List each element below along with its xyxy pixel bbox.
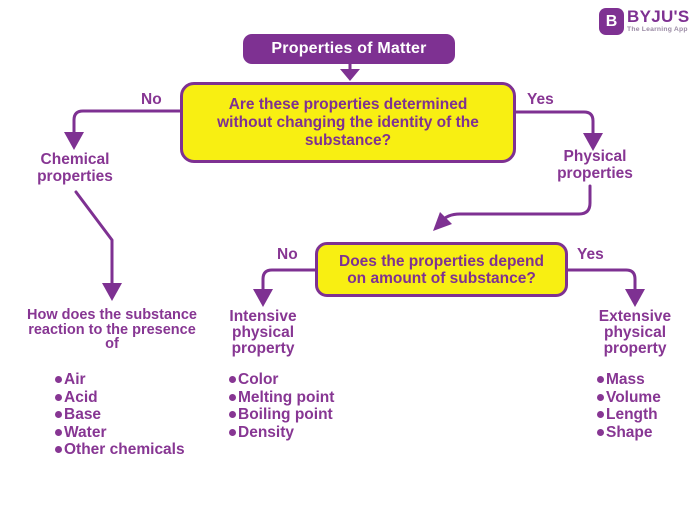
bullet-icon — [229, 393, 236, 401]
connector-q1-no — [72, 109, 182, 136]
node-intensive-physical-property: Intensive physical property — [229, 308, 297, 357]
q2-line: Does the properties depend — [339, 252, 544, 270]
list-item-label: Boiling point — [238, 406, 333, 423]
list-item: Length — [597, 406, 661, 424]
list-item-label: Mass — [606, 371, 645, 388]
list-item: Base — [55, 406, 185, 424]
connector-physical-to-q2 — [439, 184, 592, 224]
arrowhead-q2-no — [253, 289, 273, 307]
connector-q2-no — [261, 268, 317, 292]
connector-q2-yes — [566, 268, 637, 292]
arrowhead-q1-no — [64, 132, 84, 150]
decision-q2-amount-dependence: Does the properties depend on amount of … — [315, 242, 568, 297]
node-extensive-physical-property: Extensive physical property — [598, 308, 672, 357]
arrowhead-q2-yes — [625, 289, 645, 307]
byjus-logo-letter: B — [605, 12, 618, 30]
bullet-icon — [597, 376, 604, 384]
list-item-label: Base — [64, 406, 102, 423]
byjus-logo: B BYJU'S The Learning App — [599, 8, 690, 35]
bullet-icon — [55, 393, 62, 401]
list-item-label: Color — [238, 371, 279, 388]
bullet-icon — [597, 393, 604, 401]
brand-name: BYJU'S — [627, 7, 690, 26]
arrowhead-physical-to-q2 — [433, 212, 452, 231]
list-item: Boiling point — [229, 406, 334, 424]
byjus-logo-text: BYJU'S The Learning App — [627, 8, 690, 34]
list-item: Volume — [597, 389, 661, 407]
list-item: Shape — [597, 424, 661, 442]
bullet-icon — [229, 428, 236, 436]
q2-line: on amount of substance? — [347, 269, 536, 287]
list-item: Acid — [55, 389, 185, 407]
q2-no-label: No — [277, 246, 298, 263]
list-item: Other chemicals — [55, 441, 185, 459]
bullet-icon — [229, 376, 236, 384]
arrowhead-root-to-q1 — [340, 69, 360, 81]
q1-line: Are these properties determined — [228, 95, 468, 113]
bullet-icon — [55, 411, 62, 419]
q1-line: without changing the identity of the — [217, 113, 479, 131]
list-item: Mass — [597, 371, 661, 389]
connector-chemical-to-detail — [74, 190, 114, 286]
bullet-icon — [597, 411, 604, 419]
list-item: Color — [229, 371, 334, 389]
list-item-label: Volume — [606, 388, 661, 406]
decision-q1-identity-change: Are these properties determined without … — [180, 82, 516, 163]
extensive-items-list: Mass Volume Length Shape — [597, 371, 661, 441]
q1-no-label: No — [141, 91, 162, 108]
bullet-icon — [229, 411, 236, 419]
q1-line: substance? — [304, 131, 392, 149]
arrowhead-chemical-to-detail — [102, 283, 122, 301]
list-item-label: Water — [64, 423, 107, 441]
list-item-label: Acid — [64, 388, 98, 406]
connector-q1-yes — [514, 110, 595, 137]
root-node-label: Properties of Matter — [271, 40, 427, 57]
root-node-properties-of-matter: Properties of Matter — [243, 34, 455, 64]
node-chemical-properties: Chemical properties — [37, 151, 113, 185]
list-item-label: Length — [606, 406, 658, 423]
bullet-icon — [55, 376, 62, 384]
list-item: Air — [55, 371, 185, 389]
brand-tagline: The Learning App — [627, 26, 688, 33]
q1-yes-label: Yes — [527, 91, 554, 108]
list-item: Water — [55, 424, 185, 442]
list-item-label: Melting point — [238, 388, 335, 406]
list-item-label: Air — [64, 371, 86, 388]
list-item-label: Shape — [606, 423, 653, 441]
chemical-detail-heading: How does the substance reaction to the p… — [26, 307, 197, 352]
bullet-icon — [597, 428, 604, 436]
node-physical-properties: Physical properties — [557, 148, 633, 182]
bullet-icon — [55, 446, 62, 454]
intensive-items-list: Color Melting point Boiling point Densit… — [229, 371, 334, 441]
list-item: Melting point — [229, 389, 334, 407]
list-item: Density — [229, 424, 334, 442]
chemical-items-list: Air Acid Base Water Other chemicals — [55, 371, 185, 459]
list-item-label: Other chemicals — [64, 441, 185, 458]
bullet-icon — [55, 428, 62, 436]
byjus-logo-icon: B — [599, 8, 624, 35]
list-item-label: Density — [238, 423, 294, 441]
q2-yes-label: Yes — [577, 246, 604, 263]
